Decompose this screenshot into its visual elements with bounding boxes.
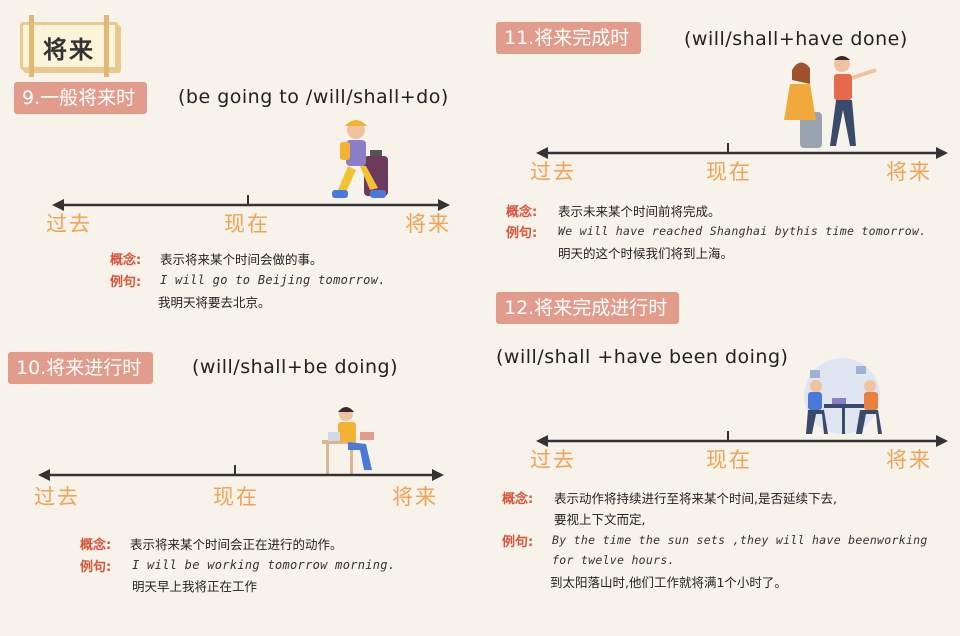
section-10-concept: 表示将来某个时间会正在进行的动作。: [130, 537, 343, 552]
section-10-example-en: I will be working tomorrow morning.: [132, 558, 396, 572]
timeline-11-future: 将来: [886, 160, 932, 184]
section-12-example-en-2: for twelve hours.: [552, 553, 675, 567]
section-12-concept-2: 要视上下文而定,: [554, 512, 646, 527]
section-10-example-label: 例句:: [80, 560, 112, 575]
title-sign: 将来: [20, 15, 118, 77]
timeline-9-future: 将来: [405, 212, 451, 236]
section-9-example-zh: 我明天将要去北京。: [158, 295, 271, 310]
section-10-example-zh: 明天早上我将正在工作: [132, 579, 258, 594]
section-9-example-en: I will go to Beijing tomorrow.: [160, 273, 386, 287]
timeline-11-now: 现在: [706, 160, 752, 184]
section-12-example-label: 例句:: [502, 535, 534, 550]
timeline-12-past: 过去: [530, 448, 576, 472]
section-12-example-zh: 到太阳落山时,他们工作就将满1个小时了。: [550, 575, 787, 590]
timeline-10-future: 将来: [392, 485, 438, 509]
timeline-9-past: 过去: [46, 212, 92, 236]
section-11-example-label: 例句:: [506, 226, 538, 241]
timeline-11: [536, 143, 948, 159]
section-9-concept: 表示将来某个时间会做的事。: [160, 252, 323, 267]
section-9-concept-label: 概念:: [110, 253, 142, 268]
couple-travel-illustration: [784, 56, 877, 148]
section-10-formula: (will/shall+be doing): [192, 356, 399, 378]
section-10-tag: 10.将来进行时: [8, 352, 154, 384]
section-9-tag: 9.一般将来时: [14, 82, 148, 114]
timeline-12: [536, 431, 948, 447]
section-11-example-zh: 明天的这个时候我们将到上海。: [558, 246, 734, 261]
section-11-example-en: We will have reached Shanghai bythis tim…: [558, 224, 927, 238]
section-12-concept-1: 表示动作将持续进行至将来某个时间,是否延续下去,: [554, 491, 837, 506]
section-9-example-label: 例句:: [110, 275, 142, 290]
section-10-concept-label: 概念:: [80, 538, 112, 553]
section-11-tag: 11.将来完成时: [496, 22, 642, 54]
meeting-at-table-illustration: [804, 358, 882, 434]
section-12-concept-label: 概念:: [502, 492, 534, 507]
section-9-formula: (be going to /will/shall+do): [178, 86, 449, 108]
timeline-9-now: 现在: [224, 212, 270, 236]
person-reading-laptop-illustration: [322, 407, 374, 474]
section-11-concept: 表示未来某个时间前将完成。: [558, 204, 721, 219]
section-11-concept-label: 概念:: [506, 205, 538, 220]
section-11-formula: (will/shall+have done): [684, 28, 908, 50]
timeline-10: [38, 465, 444, 481]
timeline-9: [52, 195, 450, 211]
page-title: 将来: [43, 36, 95, 64]
section-12-formula: (will/shall +have been doing): [496, 346, 789, 368]
traveler-with-suitcase-illustration: [332, 120, 388, 198]
timeline-10-now: 现在: [213, 485, 259, 509]
timeline-11-past: 过去: [530, 160, 576, 184]
timeline-12-now: 现在: [706, 448, 752, 472]
timeline-10-past: 过去: [34, 485, 80, 509]
section-12-tag: 12.将来完成进行时: [496, 292, 680, 324]
timeline-12-future: 将来: [886, 448, 932, 472]
section-12-example-en-1: By the time the sun sets ,they will have…: [552, 533, 928, 547]
